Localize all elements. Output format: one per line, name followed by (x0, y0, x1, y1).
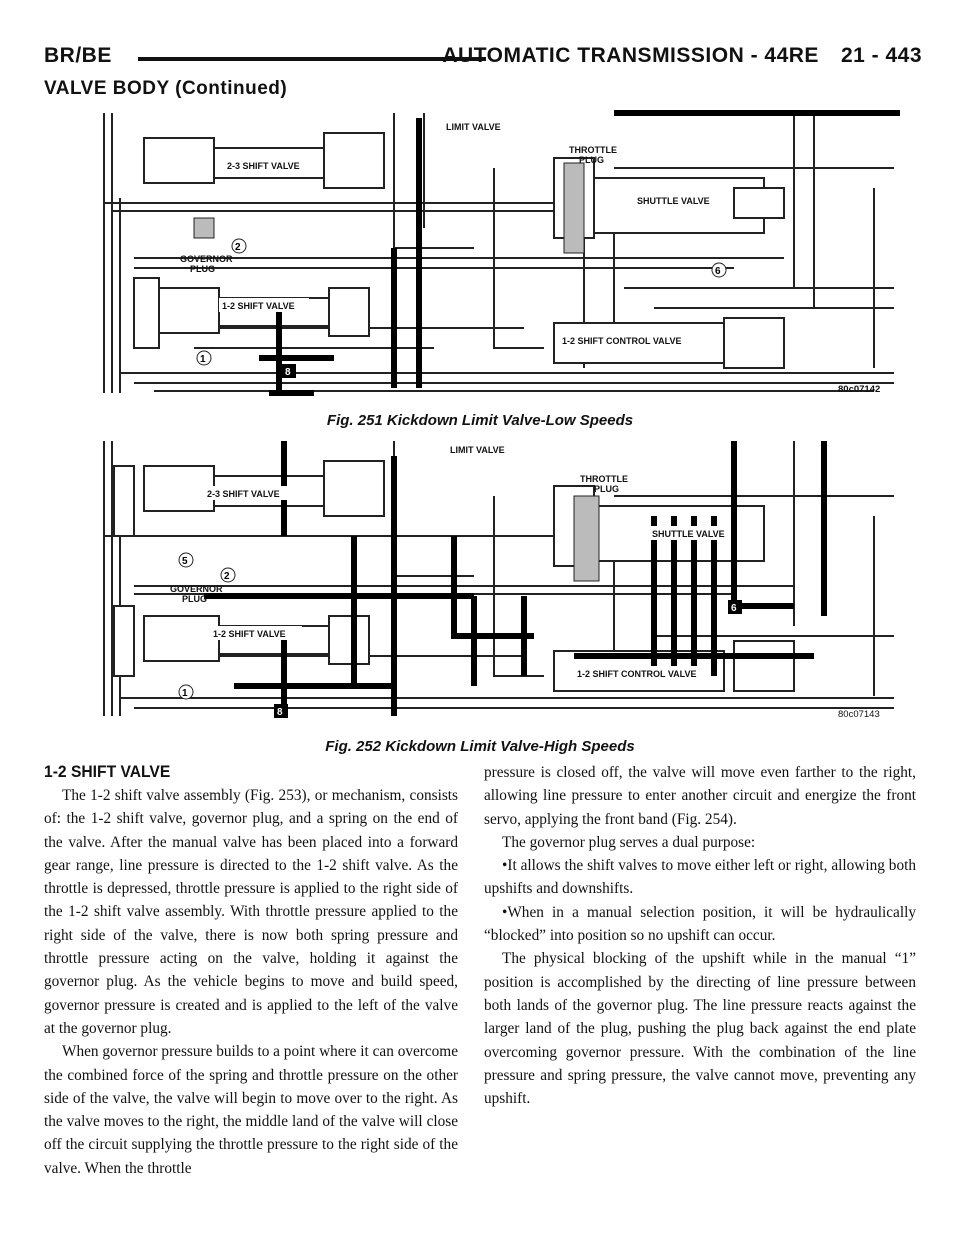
fig251-label-governor-plug: PLUG (190, 264, 215, 274)
fig252-label-shuttle-valve: SHUTTLE VALVE (652, 529, 725, 539)
fig251-label-throttle-plug: PLUG (579, 155, 604, 165)
section-heading-1-2-shift-valve: 1-2 SHIFT VALVE (44, 762, 171, 781)
fig252-label-1-2-shift-control-valve: 1-2 SHIFT CONTROL VALVE (577, 669, 697, 679)
right-paragraph-3: The physical blocking of the upshift whi… (484, 950, 916, 1108)
header-model: BR/BE (44, 44, 112, 67)
fig252-label-throttle: THROTTLE (580, 474, 628, 484)
fig252-label-1-2-shift-valve: 1-2 SHIFT VALVE (213, 629, 286, 639)
right-paragraph-1: pressure is closed off, the valve will m… (484, 764, 916, 828)
fig251-num-2: 2 (235, 242, 241, 253)
figure-252: 5 2 1 6 8 2-3 SHIFT VALVE LIMIT VALVE TH… (94, 436, 900, 722)
right-column: pressure is closed off, the valve will m… (484, 761, 916, 1110)
fig251-label-1-2-shift-valve: 1-2 SHIFT VALVE (222, 301, 295, 311)
figure-252-diagram: 5 2 1 6 8 2-3 SHIFT VALVE LIMIT VALVE TH… (94, 436, 900, 722)
fig251-label-limit-valve: LIMIT VALVE (446, 122, 501, 132)
fig252-label-governor: GOVERNOR (170, 584, 223, 594)
fig252-num-2: 2 (224, 571, 230, 582)
fig252-code: 80c07143 (838, 709, 880, 720)
fig252-num-8: 8 (277, 707, 283, 718)
figure-252-caption: Fig. 252 Kickdown Limit Valve-High Speed… (325, 738, 635, 755)
fig252-num-1: 1 (182, 688, 188, 699)
header-right: AUTOMATIC TRANSMISSION - 44RE 21 - 443 (442, 44, 922, 68)
right-paragraph-2: The governor plug serves a dual purpose: (502, 833, 756, 851)
right-bullet-2: •When in a manual selection position, it… (484, 903, 916, 945)
fig251-label-throttle: THROTTLE (569, 145, 617, 155)
fig251-label-governor: GOVERNOR (180, 254, 233, 264)
left-paragraph-2: When governor pressure builds to a point… (44, 1043, 458, 1177)
fig252-label-governor-plug: PLUG (182, 594, 207, 604)
header-rule (138, 57, 486, 61)
figure-251-caption: Fig. 251 Kickdown Limit Valve-Low Speeds (326, 412, 634, 429)
figure-251: 2 1 6 8 2-3 SHIFT VALVE LIMIT VALVE THRO… (94, 108, 900, 398)
section-continued-title: VALVE BODY (Continued) (44, 78, 288, 99)
left-paragraph-1: The 1-2 shift valve assembly (Fig. 253),… (44, 787, 458, 1037)
fig251-label-2-3-shift-valve: 2-3 SHIFT VALVE (227, 161, 300, 171)
fig251-num-8: 8 (285, 367, 291, 378)
left-column: The 1-2 shift valve assembly (Fig. 253),… (44, 784, 458, 1180)
fig252-num-5: 5 (182, 556, 188, 567)
fig252-label-throttle-plug: PLUG (594, 484, 619, 494)
fig251-label-1-2-shift-control-valve: 1-2 SHIFT CONTROL VALVE (562, 336, 682, 346)
fig252-label-limit-valve: LIMIT VALVE (450, 445, 505, 455)
header-page-number: 21 - 443 (840, 44, 922, 67)
page-header: BR/BE AUTOMATIC TRANSMISSION - 44RE 21 - … (44, 44, 922, 74)
figure-251-diagram: 2 1 6 8 2-3 SHIFT VALVE LIMIT VALVE THRO… (94, 108, 900, 398)
right-bullet-1: •It allows the shift valves to move eith… (484, 857, 916, 898)
fig251-label-shuttle-valve: SHUTTLE VALVE (637, 196, 710, 206)
fig252-label-2-3-shift-valve: 2-3 SHIFT VALVE (207, 489, 280, 499)
fig252-num-6: 6 (731, 603, 737, 614)
fig251-num-6: 6 (715, 266, 721, 277)
fig251-code: 80c07142 (838, 384, 880, 395)
fig251-num-1: 1 (200, 354, 206, 365)
header-title: AUTOMATIC TRANSMISSION - 44RE (442, 44, 819, 67)
